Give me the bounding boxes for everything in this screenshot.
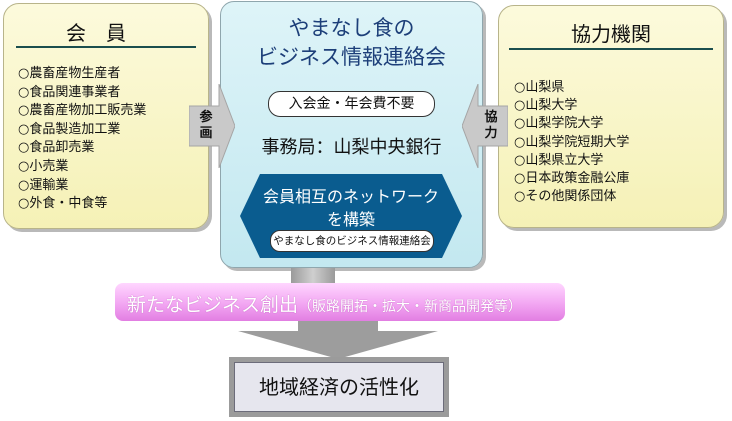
- new-business-banner: 新たなビジネス創出（販路開拓・拡大・新商品開発等）: [115, 283, 565, 321]
- members-item: ○運輸業: [18, 177, 69, 193]
- cooperate-char1: 協: [484, 110, 498, 125]
- members-item: ○食品製造加工業: [18, 121, 121, 137]
- association-title-line1: やまなし食の: [288, 16, 415, 40]
- members-title: 会員: [66, 21, 146, 45]
- members-item: ○農畜産物加工販売業: [18, 103, 147, 119]
- fee-badge: 入会金・年会費不要: [268, 91, 435, 117]
- association-title-line2: ビジネス情報連絡会: [257, 45, 446, 69]
- office-label: 事務局：山梨中央銀行: [261, 137, 442, 158]
- partners-item: ○山梨学院大学: [514, 116, 604, 132]
- down-arrow-icon: [238, 321, 438, 359]
- members-item: ○農畜産物生産者: [18, 66, 121, 81]
- regional-economy-box: 地域経済の活性化: [229, 357, 449, 417]
- members-divider: [16, 46, 196, 48]
- partners-item: ○山梨県立大学: [514, 152, 604, 168]
- association-panel: やまなし食の ビジネス情報連絡会 入会金・年会費不要 事務局：山梨中央銀行 会員…: [220, 1, 483, 268]
- cooperate-label: 協 力: [478, 110, 504, 142]
- left-arrow-icon: [461, 83, 509, 169]
- partners-title: 協力機関: [571, 22, 651, 46]
- partners-item: ○山梨学院短期大学: [514, 134, 630, 150]
- center-connector: [291, 268, 335, 284]
- cooperate-arrow: 協 力: [461, 83, 509, 169]
- members-item: ○食品卸売業: [18, 140, 95, 156]
- members-item: ○小売業: [18, 158, 69, 174]
- regional-economy-label: 地域経済の活性化: [234, 362, 444, 412]
- network-pill: やまなし食のビジネス情報連絡会: [270, 230, 434, 252]
- members-item: ○外食・中食等: [18, 196, 108, 212]
- partners-divider: [509, 48, 713, 50]
- partners-item: ○山梨大学: [514, 98, 578, 114]
- network-line1: 会員相互のネットワーク: [262, 187, 439, 206]
- participate-arrow: 参 画: [188, 83, 236, 169]
- members-list: ○農畜産物生産者 ○食品関連事業者 ○農畜産物加工販売業 ○食品製造加工業 ○食…: [18, 65, 146, 214]
- members-item: ○食品関連事業者: [18, 84, 121, 100]
- new-business-label: 新たなビジネス創出（販路開拓・拡大・新商品開発等）: [127, 290, 522, 317]
- cooperate-char2: 力: [484, 126, 498, 141]
- partners-panel: 協力機関 ○山梨県 ○山梨大学 ○山梨学院大学 ○山梨学院短期大学 ○山梨県立大…: [498, 5, 724, 228]
- partners-item: ○日本政策金融公庫: [514, 171, 630, 187]
- members-panel: 会員 ○農畜産物生産者 ○食品関連事業者 ○農畜産物加工販売業 ○食品製造加工業…: [3, 3, 209, 229]
- participate-label: 参 画: [193, 110, 219, 142]
- participate-char2: 画: [199, 126, 213, 141]
- right-arrow-icon: [188, 83, 236, 169]
- participate-char1: 参: [199, 110, 213, 125]
- network-line2: を構築: [326, 210, 375, 229]
- partners-item: ○山梨県: [514, 80, 565, 95]
- new-business-main: 新たなビジネス創出: [127, 294, 299, 316]
- partners-list: ○山梨県 ○山梨大学 ○山梨学院大学 ○山梨学院短期大学 ○山梨県立大学 ○日本…: [514, 79, 629, 206]
- partners-item: ○その他関係団体: [514, 189, 617, 205]
- new-business-sub: （販路開拓・拡大・新商品開発等）: [298, 299, 523, 315]
